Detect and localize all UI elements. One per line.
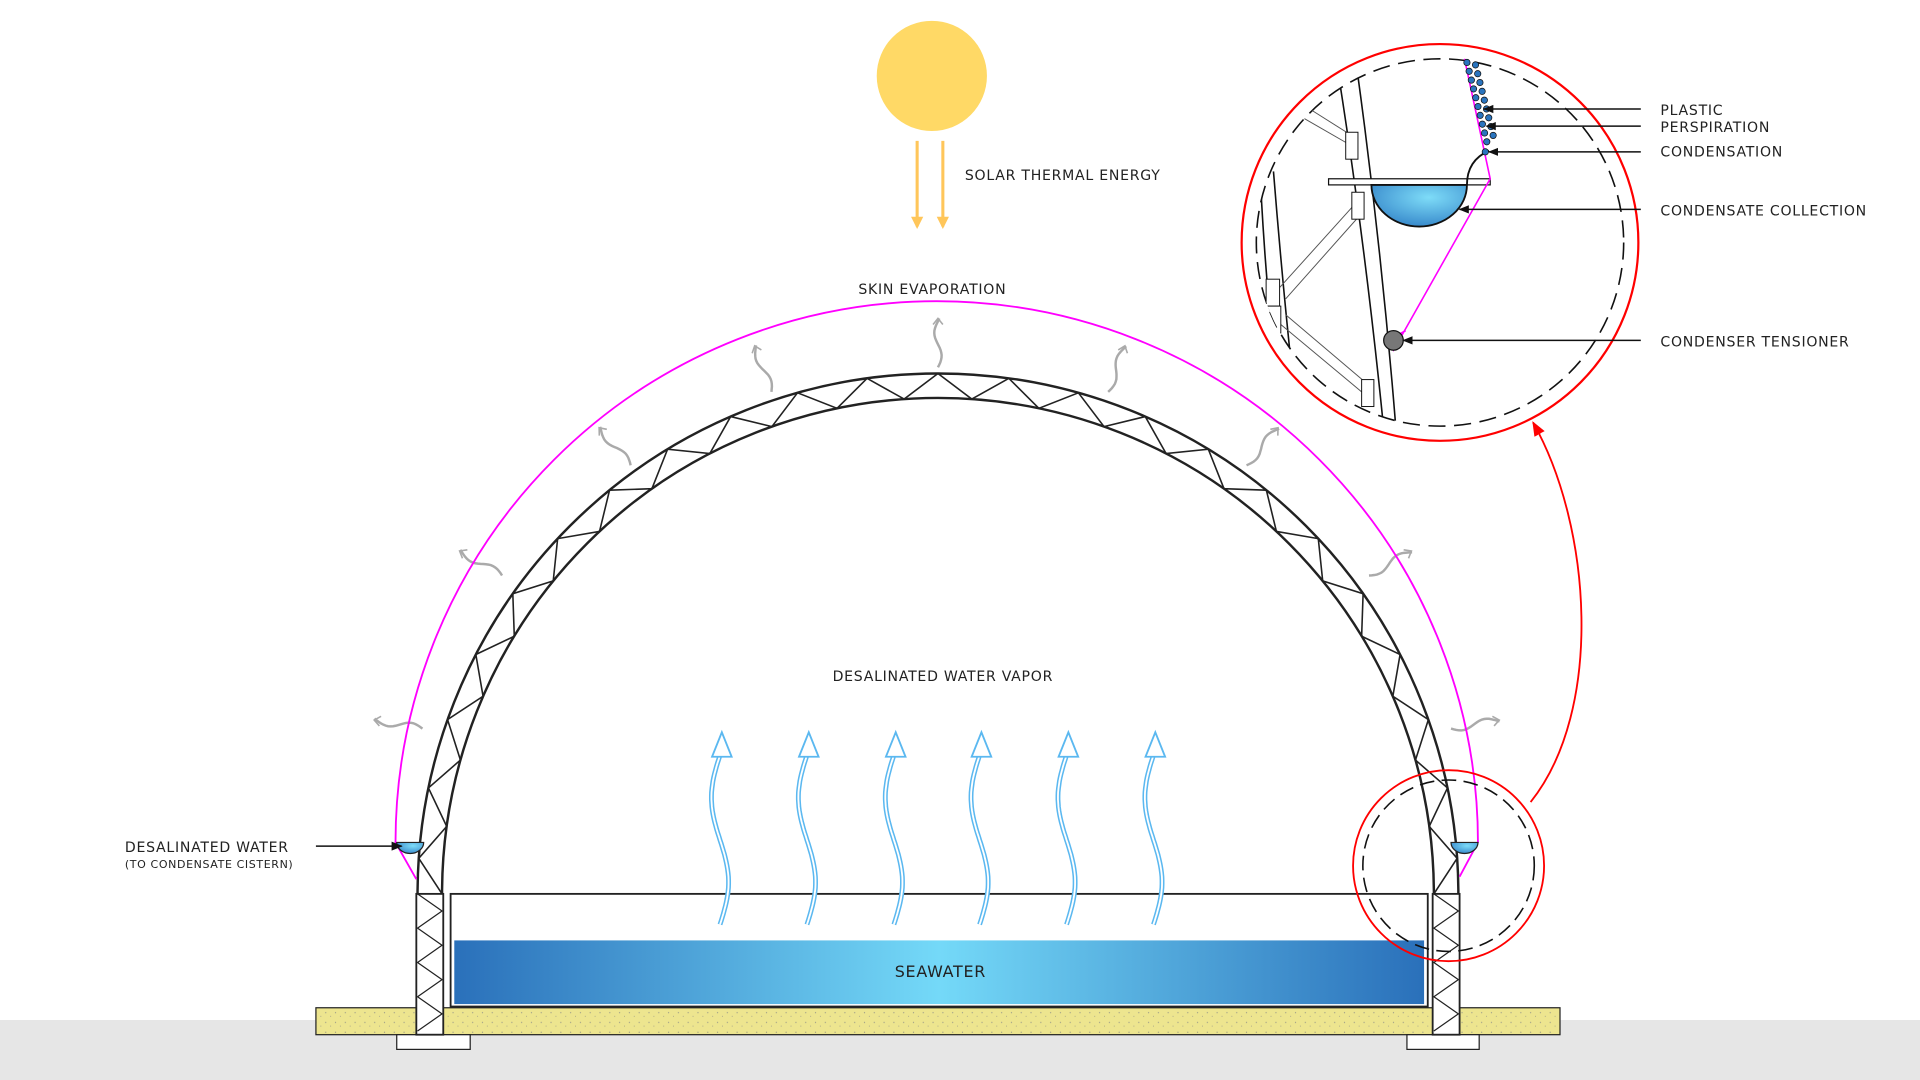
condenser-tensioner-label: CONDENSER TENSIONER <box>1660 335 1849 351</box>
evaporation-squiggle <box>1107 345 1128 393</box>
droplet <box>1472 94 1480 102</box>
evaporation-arrowhead <box>1117 344 1129 354</box>
truss-web <box>417 372 1459 895</box>
skin-evaporation-squiggles <box>372 317 1501 732</box>
condensation-label: CONDENSATION <box>1660 145 1783 161</box>
evaporation-squiggle <box>459 549 504 577</box>
droplet <box>1476 78 1484 87</box>
droplet <box>1480 96 1488 104</box>
truss-outer-chord <box>416 372 1460 894</box>
vapor-arrow-head <box>884 729 907 758</box>
plastic-perspiration-label-1: PLASTIC <box>1660 103 1723 119</box>
truss-leg-web <box>1432 893 1460 1032</box>
seawater-label: SEAWATER <box>895 962 986 981</box>
droplet <box>1483 138 1491 146</box>
footing-left <box>396 1034 471 1050</box>
evaporation-arrowhead <box>1403 549 1413 559</box>
droplet <box>1489 131 1497 139</box>
desalinated-water-label: DESALINATED WATER <box>125 840 289 856</box>
evaporation-squiggle <box>933 317 943 368</box>
plastic-perspiration-label-2: PERSPIRATION <box>1660 120 1770 136</box>
evaporation-squiggle <box>1450 717 1500 732</box>
droplet <box>1478 87 1486 95</box>
evaporation-squiggle <box>753 345 774 392</box>
droplet <box>1485 114 1493 122</box>
vapor-arrow-head <box>1144 729 1167 758</box>
vapor-arrow-head <box>797 729 820 758</box>
droplet <box>1481 148 1489 156</box>
vapor-arrows <box>708 729 1167 926</box>
seawater <box>454 940 1425 1005</box>
evaporation-arrowhead <box>751 344 762 354</box>
detail-view <box>1240 42 1640 442</box>
vapor-label: DESALINATED WATER VAPOR <box>833 669 1054 685</box>
truss-inner-chord <box>440 396 1436 894</box>
vapor-arrow-core <box>1143 751 1163 925</box>
droplet <box>1474 70 1482 78</box>
vapor-arrow-core <box>970 751 990 925</box>
vapor-arrow-core <box>1057 751 1077 925</box>
vapor-arrow-head <box>970 729 993 758</box>
evaporation-arrowhead <box>458 549 468 559</box>
vapor-arrow-head <box>710 729 733 758</box>
solar-arrows <box>911 140 949 229</box>
skin-evaporation-label: SKIN EVAPORATION <box>858 282 1006 298</box>
evaporation-squiggle <box>1246 427 1280 467</box>
sand-slab <box>315 1007 1561 1036</box>
droplet <box>1463 58 1471 67</box>
solar-label: SOLAR THERMAL ENERGY <box>965 168 1161 184</box>
evaporation-squiggle <box>1368 551 1413 577</box>
sun-icon <box>876 20 987 132</box>
droplet <box>1470 85 1478 93</box>
evaporation-squiggle <box>373 717 424 730</box>
vapor-arrow-core <box>797 751 817 925</box>
callout-circle-small-dashed <box>1362 779 1536 953</box>
condensate-collection-label: CONDENSATE COLLECTION <box>1660 204 1867 220</box>
dome-truss-frame <box>415 372 1461 1036</box>
droplet <box>1481 129 1489 137</box>
evaporation-arrowhead <box>598 426 607 436</box>
callout-arrow <box>1529 421 1583 803</box>
droplet <box>1471 61 1480 69</box>
truss-leg-web <box>416 893 444 1032</box>
droplet <box>1467 76 1475 84</box>
footing-right <box>1406 1034 1480 1050</box>
droplet <box>1474 102 1482 111</box>
detail-leaders <box>1402 104 1641 345</box>
condenser-tensioner-icon <box>1383 330 1404 351</box>
droplet <box>1476 111 1484 119</box>
desalinated-water-sublabel: (TO CONDENSATE CISTERN) <box>125 858 293 871</box>
condensate-collection-cup <box>1370 183 1468 228</box>
condensate-cup-right <box>1450 841 1479 855</box>
evaporation-arrowhead <box>1270 426 1279 436</box>
evaporation-arrowhead <box>1491 715 1501 727</box>
callout-circle-small <box>1352 769 1545 963</box>
evaporation-arrowhead <box>932 317 944 325</box>
evaporation-arrowhead <box>372 715 382 727</box>
vapor-arrow-core <box>710 751 730 925</box>
evaporation-squiggle <box>598 426 632 466</box>
droplet <box>1465 67 1473 75</box>
vapor-arrow-head <box>1057 729 1080 758</box>
vapor-arrow-core <box>884 751 904 925</box>
plastic-membrane <box>394 300 1479 880</box>
droplet <box>1478 120 1486 128</box>
